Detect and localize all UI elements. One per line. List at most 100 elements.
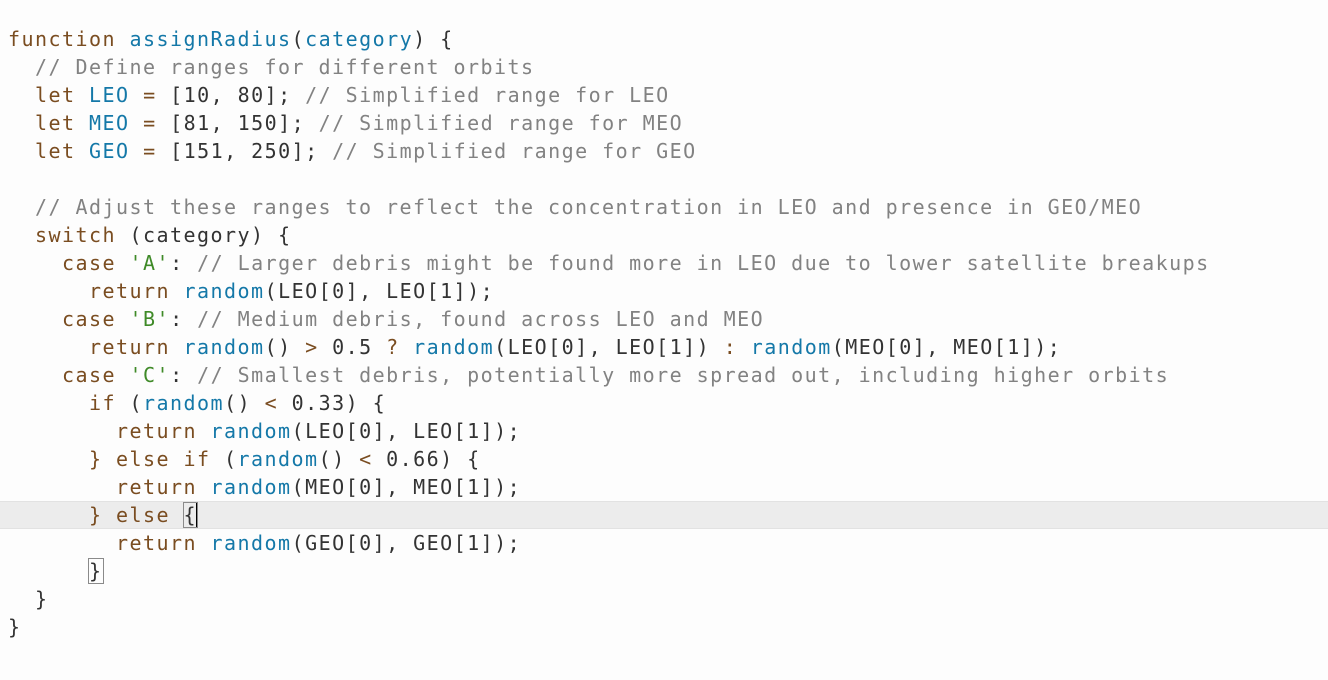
- code-token: [8, 251, 62, 275]
- code-token: [197, 475, 211, 499]
- code-line[interactable]: return random(GEO[0], GEO[1]);: [0, 529, 1328, 557]
- code-line[interactable]: return random(LEO[0], LEO[1]);: [0, 417, 1328, 445]
- code-token: function: [8, 27, 117, 51]
- code-token: random: [210, 419, 292, 443]
- matched-bracket: }: [88, 558, 104, 584]
- code-token: 0.66) {: [372, 447, 481, 471]
- code-token: [8, 447, 89, 471]
- code-line[interactable]: // Define ranges for different orbits: [0, 53, 1328, 81]
- code-token: }: [8, 587, 49, 611]
- code-token: random: [183, 279, 265, 303]
- code-line[interactable]: case 'A': // Larger debris might be foun…: [0, 249, 1328, 277]
- code-token: random: [750, 335, 832, 359]
- code-token: (LEO[0], LEO[1]);: [291, 419, 522, 443]
- code-token: <: [359, 447, 373, 471]
- code-token: } else if: [89, 447, 211, 471]
- text-cursor: [196, 503, 199, 527]
- code-token: (LEO[0], LEO[1]): [494, 335, 724, 359]
- code-token: [8, 503, 89, 527]
- code-token: ?: [386, 335, 400, 359]
- code-token: (category) {: [116, 223, 292, 247]
- code-token: 0.5: [318, 335, 387, 359]
- code-token: random: [210, 475, 292, 499]
- code-line[interactable]: let GEO = [151, 250]; // Simplified rang…: [0, 137, 1328, 165]
- matched-bracket: {: [182, 502, 199, 528]
- code-line[interactable]: } else if (random() < 0.66) {: [0, 445, 1328, 473]
- code-token: [737, 335, 751, 359]
- code-line[interactable]: }: [0, 585, 1328, 613]
- code-token: [170, 335, 184, 359]
- code-line[interactable]: let LEO = [10, 80]; // Simplified range …: [0, 81, 1328, 109]
- code-token: [8, 111, 35, 135]
- active-code-line[interactable]: } else {: [0, 501, 1328, 529]
- code-line[interactable]: if (random() < 0.33) {: [0, 389, 1328, 417]
- code-token: case: [62, 251, 117, 275]
- code-token: [130, 83, 144, 107]
- code-token: (LEO[0], LEO[1]);: [264, 279, 495, 303]
- code-token: [8, 55, 35, 79]
- code-token: LEO: [89, 83, 130, 107]
- code-token: ) {: [413, 27, 454, 51]
- code-token: return: [116, 419, 198, 443]
- code-token: [8, 391, 89, 415]
- code-token: [10, 80];: [156, 83, 306, 107]
- code-line[interactable]: }: [0, 613, 1328, 641]
- code-token: [116, 251, 130, 275]
- code-token: random: [413, 335, 495, 359]
- code-token: [8, 195, 35, 219]
- code-token: (): [224, 391, 265, 415]
- code-line[interactable]: function assignRadius(category) {: [0, 25, 1328, 53]
- code-token: :: [170, 251, 198, 275]
- code-token: random: [183, 335, 265, 359]
- code-token: [197, 419, 211, 443]
- code-line[interactable]: return random(LEO[0], LEO[1]);: [0, 277, 1328, 305]
- code-token: (: [116, 391, 144, 415]
- code-token: (): [318, 447, 360, 471]
- code-token: } else: [89, 503, 171, 527]
- code-line[interactable]: case 'C': // Smallest debris, potentiall…: [0, 361, 1328, 389]
- code-token: let: [35, 111, 76, 135]
- code-token: // Adjust these ranges to reflect the co…: [35, 195, 1143, 219]
- code-line[interactable]: let MEO = [81, 150]; // Simplified range…: [0, 109, 1328, 137]
- code-line[interactable]: switch (category) {: [0, 221, 1328, 249]
- code-token: [8, 475, 116, 499]
- code-token: 'C': [129, 363, 171, 387]
- code-line[interactable]: }: [0, 557, 1328, 585]
- code-line[interactable]: return random() > 0.5 ? random(LEO[0], L…: [0, 333, 1328, 361]
- code-token: GEO: [89, 139, 130, 163]
- code-token: =: [143, 83, 157, 107]
- code-token: let: [35, 83, 76, 107]
- code-token: case: [62, 307, 117, 331]
- code-token: }: [8, 615, 22, 639]
- code-token: // Medium debris, found across LEO and M…: [197, 307, 765, 331]
- code-token: [170, 279, 184, 303]
- code-token: 0.33) {: [278, 391, 387, 415]
- code-token: <: [264, 391, 279, 415]
- code-line[interactable]: case 'B': // Medium debris, found across…: [0, 305, 1328, 333]
- code-token: random: [143, 391, 225, 415]
- code-token: [8, 307, 62, 331]
- code-token: :: [170, 307, 198, 331]
- code-token: [197, 531, 211, 555]
- code-token: // Simplified range for MEO: [318, 111, 684, 135]
- code-token: [76, 139, 90, 163]
- code-token: [81, 150];: [156, 111, 319, 135]
- code-token: (MEO[0], MEO[1]);: [291, 475, 522, 499]
- code-token: [8, 139, 35, 163]
- code-token: (): [264, 335, 306, 359]
- code-token: random: [210, 531, 292, 555]
- code-token: [8, 223, 35, 247]
- code-token: // Define ranges for different orbits: [35, 55, 535, 79]
- code-token: (MEO[0], MEO[1]);: [831, 335, 1062, 359]
- code-token: // Simplified range for LEO: [305, 83, 670, 107]
- code-token: [130, 111, 144, 135]
- code-token: (: [291, 27, 306, 51]
- code-token: return: [89, 335, 171, 359]
- code-line[interactable]: // Adjust these ranges to reflect the co…: [0, 193, 1328, 221]
- code-token: :: [170, 363, 198, 387]
- code-line[interactable]: return random(MEO[0], MEO[1]);: [0, 473, 1328, 501]
- code-token: let: [35, 139, 76, 163]
- code-line[interactable]: [0, 165, 1328, 193]
- code-token: random: [237, 447, 319, 471]
